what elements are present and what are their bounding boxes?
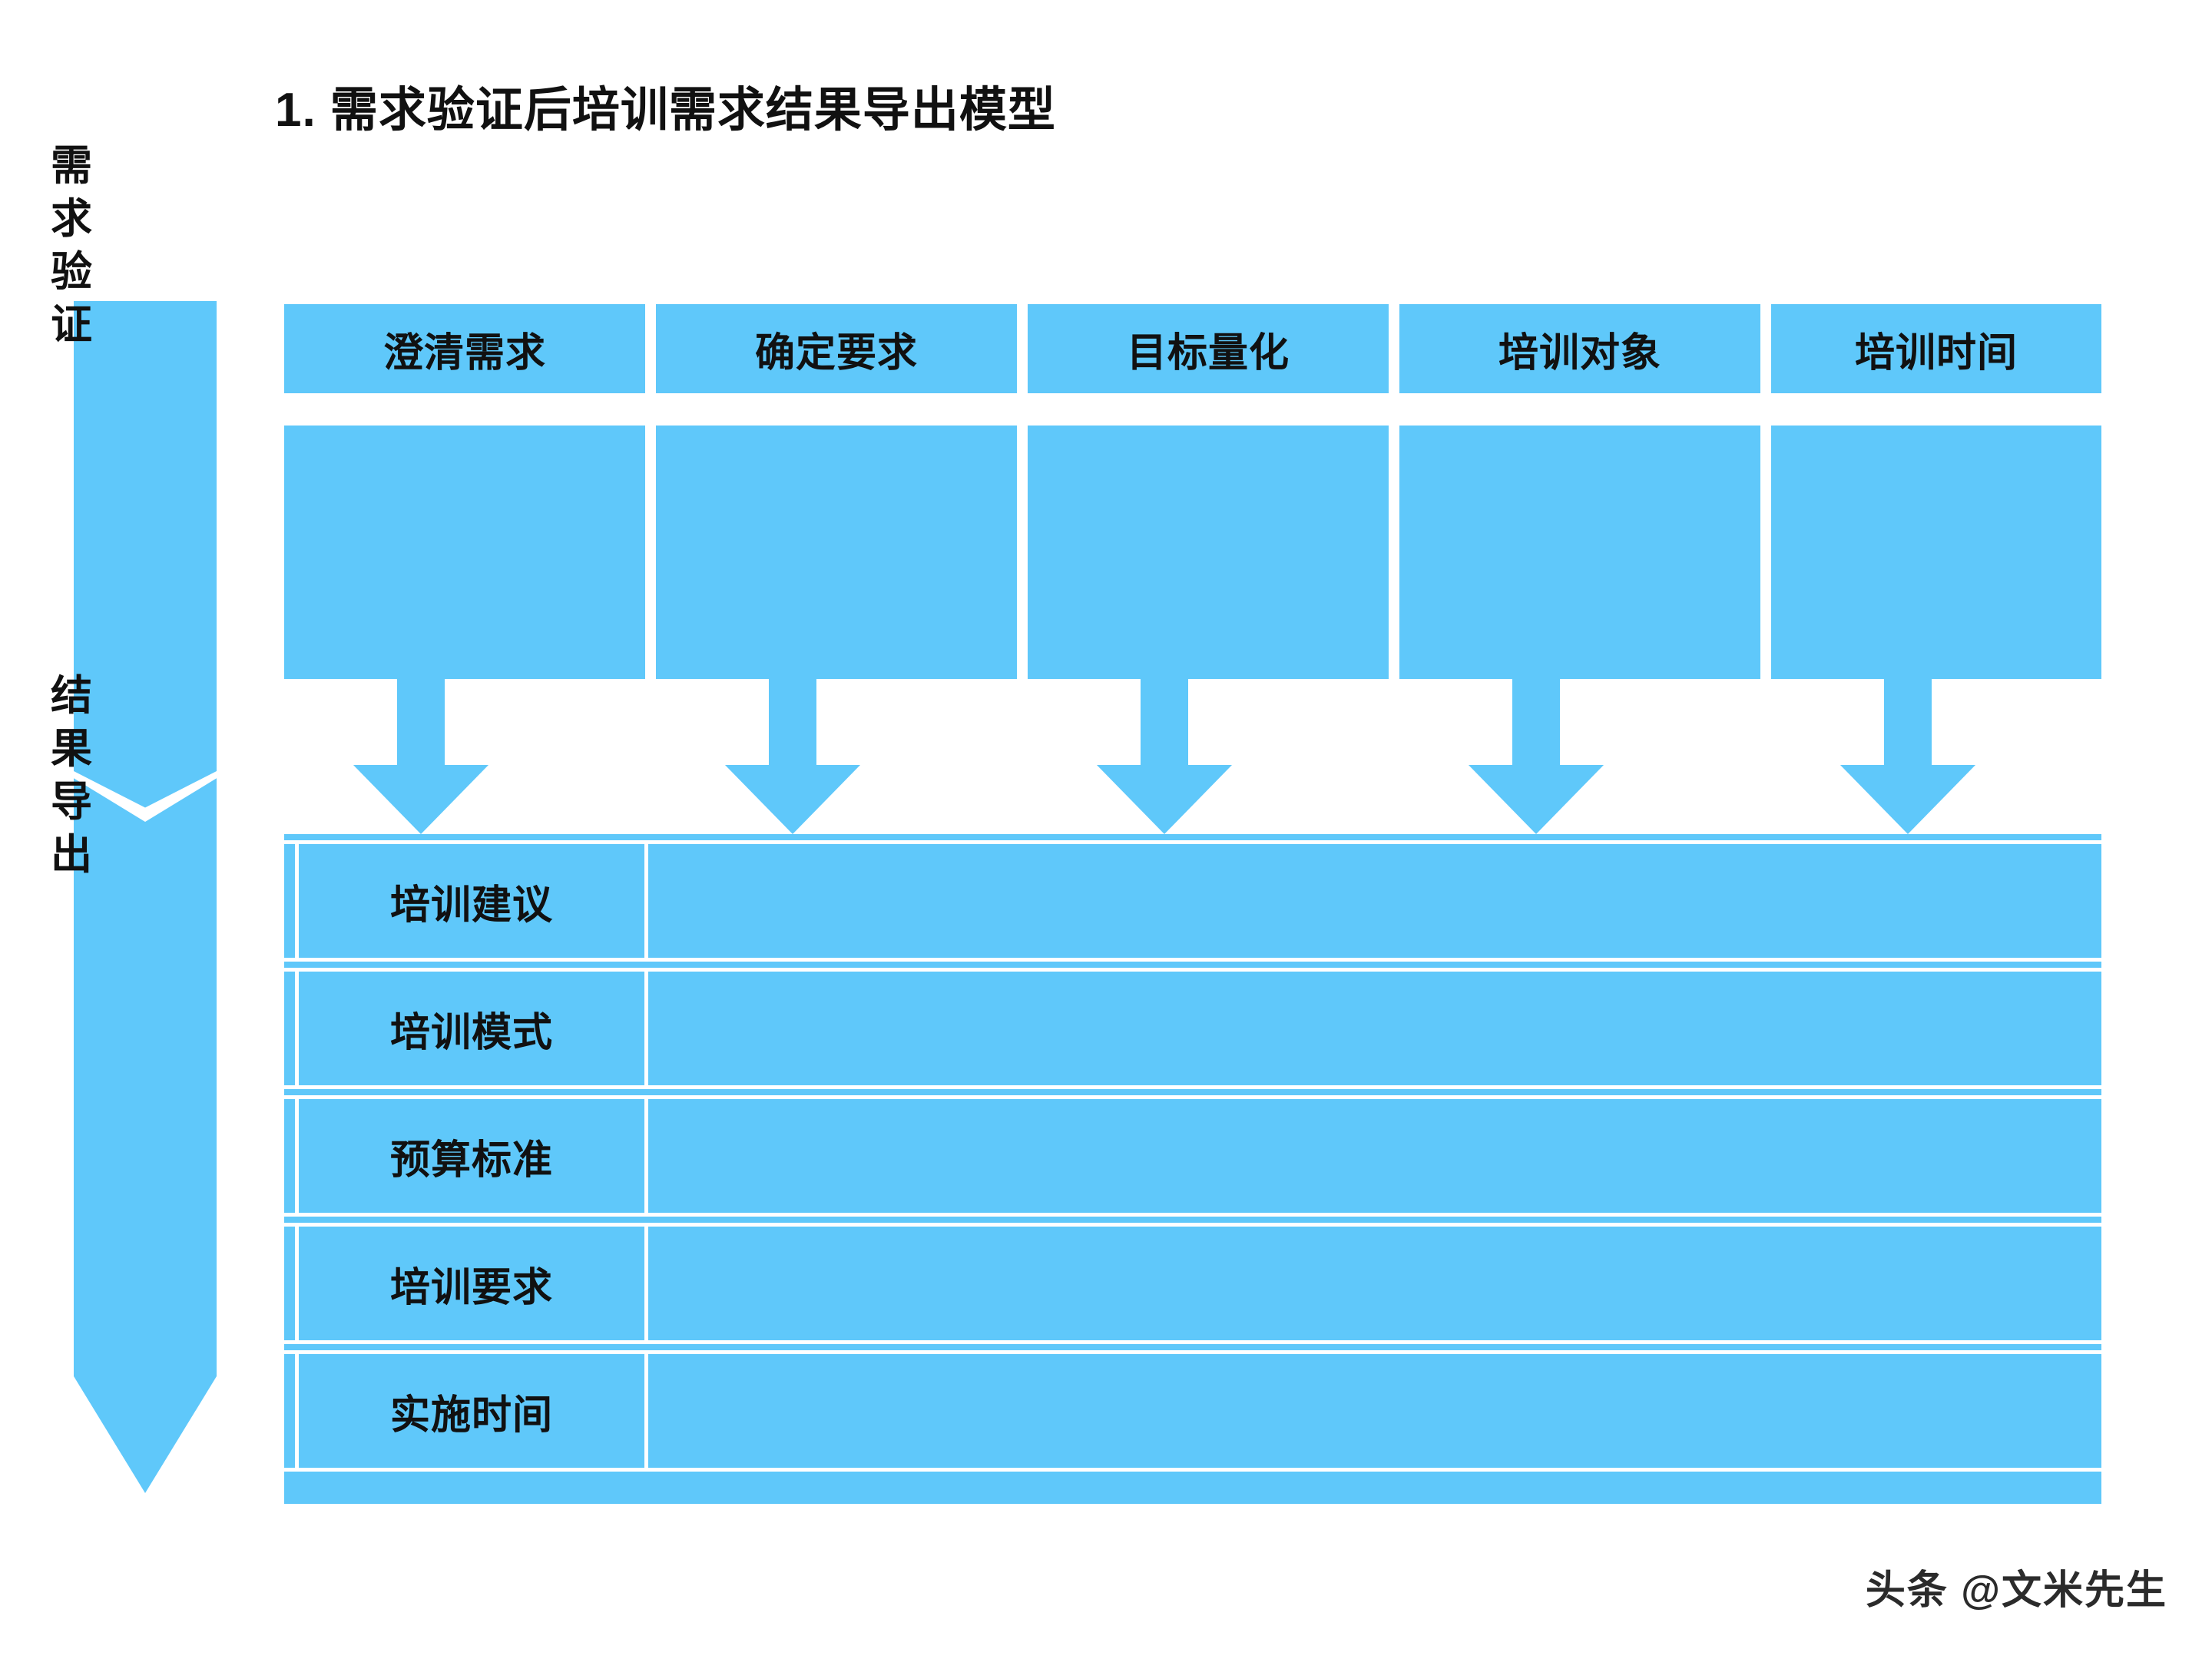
result-row-label-box-3[interactable]: 预算标准 — [295, 1095, 648, 1217]
result-row-label: 培训建议 — [389, 882, 553, 928]
column-header-3[interactable]: 目标量化 — [1028, 304, 1389, 393]
stage-label-char: 需 — [51, 142, 92, 189]
column-header-label: 目标量化 — [1126, 330, 1290, 376]
result-row-1[interactable]: 培训建议 — [284, 840, 2101, 962]
result-panel: 培训建议 培训模式 预算标准 培训要求 实施时间 — [284, 834, 2101, 1504]
arrow-head — [725, 765, 860, 834]
stage-label-char: 果 — [51, 725, 92, 772]
arrow-down-icon-5 — [1840, 679, 1975, 834]
arrow-shaft — [1884, 679, 1932, 770]
result-row-content-1[interactable] — [648, 844, 2101, 958]
column-header-1[interactable]: 澄清需求 — [284, 304, 645, 393]
result-row-label-box-1[interactable]: 培训建议 — [295, 840, 648, 962]
column-header-label: 培训对象 — [1498, 330, 1661, 376]
result-row-label-box-2[interactable]: 培训模式 — [295, 968, 648, 1089]
watermark: 头条 @文米先生 — [1865, 1568, 2167, 1613]
column-header-label: 确定要求 — [754, 330, 918, 376]
column-header-2[interactable]: 确定要求 — [656, 304, 1017, 393]
stage-band — [74, 301, 217, 1493]
column-body-3[interactable] — [1028, 426, 1389, 679]
result-row-2[interactable]: 培训模式 — [284, 968, 2101, 1089]
arrow-shaft — [397, 679, 445, 770]
arrow-head — [353, 765, 488, 834]
result-row-content-2[interactable] — [648, 972, 2101, 1085]
result-row-label: 预算标准 — [389, 1137, 553, 1183]
arrow-shaft — [1141, 679, 1188, 770]
column-header-label: 澄清需求 — [382, 330, 546, 376]
arrow-shaft — [1512, 679, 1560, 770]
result-row-label-box-4[interactable]: 培训要求 — [295, 1223, 648, 1344]
result-row-5[interactable]: 实施时间 — [284, 1350, 2101, 1472]
arrow-shaft — [769, 679, 816, 770]
column-body-4[interactable] — [1399, 426, 1760, 679]
arrow-head — [1097, 765, 1232, 834]
result-row-3[interactable]: 预算标准 — [284, 1095, 2101, 1217]
column-body-2[interactable] — [656, 426, 1017, 679]
result-row-label-box-5[interactable]: 实施时间 — [295, 1350, 648, 1472]
stage-label-result-export: 结 果 导 出 — [0, 561, 143, 991]
stage-label-char: 出 — [51, 832, 92, 879]
arrow-down-icon-2 — [725, 679, 860, 834]
column-header-5[interactable]: 培训时间 — [1771, 304, 2101, 393]
result-row-label: 培训模式 — [389, 1010, 553, 1055]
result-row-content-3[interactable] — [648, 1099, 2101, 1213]
result-row-label: 实施时间 — [389, 1392, 553, 1438]
result-row-4[interactable]: 培训要求 — [284, 1223, 2101, 1344]
result-row-label: 培训要求 — [389, 1265, 553, 1310]
stage-label-char: 证 — [51, 302, 92, 349]
column-body-5[interactable] — [1771, 426, 2101, 679]
page-title: 1. 需求验证后培训需求结果导出模型 — [275, 84, 1056, 137]
stage-label-char: 求 — [51, 195, 92, 242]
arrow-head — [1469, 765, 1604, 834]
stage-label-char: 结 — [51, 672, 92, 719]
arrow-down-icon-3 — [1097, 679, 1232, 834]
column-body-1[interactable] — [284, 426, 645, 679]
stage-label-char: 验 — [51, 249, 92, 295]
result-row-content-5[interactable] — [648, 1354, 2101, 1468]
column-header-4[interactable]: 培训对象 — [1399, 304, 1760, 393]
column-header-label: 培训时间 — [1854, 330, 2018, 376]
result-row-content-4[interactable] — [648, 1227, 2101, 1340]
stage-label-char: 导 — [51, 779, 92, 825]
arrow-head — [1840, 765, 1975, 834]
arrow-down-icon-4 — [1469, 679, 1604, 834]
stage-label-requirement-validation: 需 求 验 证 — [0, 84, 143, 407]
stage-band-shape — [74, 301, 217, 1493]
arrow-down-icon-1 — [353, 679, 488, 834]
